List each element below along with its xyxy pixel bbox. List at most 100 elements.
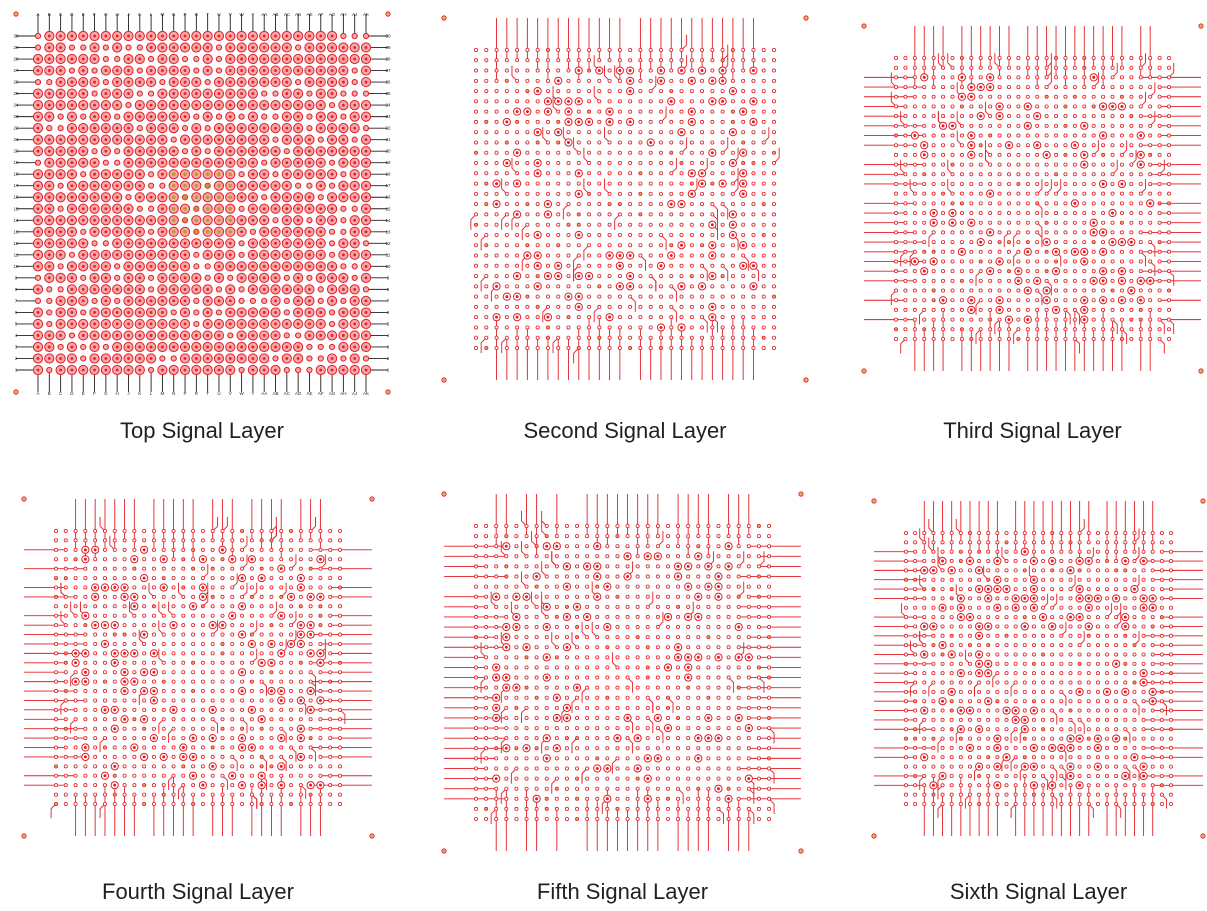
bga-pad xyxy=(193,320,200,328)
via-drill xyxy=(240,264,243,268)
bga-pad xyxy=(1016,75,1021,80)
bga-pad xyxy=(80,274,87,281)
bga-pad xyxy=(669,191,674,196)
bga-pad xyxy=(761,109,766,114)
bga-pad xyxy=(535,243,540,248)
bga-pad xyxy=(63,594,68,599)
via-drill xyxy=(251,103,255,107)
breakout-trace xyxy=(1093,140,1099,156)
via-drill xyxy=(308,80,311,84)
bga-pad xyxy=(931,249,936,254)
bga-pad xyxy=(83,660,88,665)
bga-pad xyxy=(628,345,633,350)
via-drill xyxy=(353,46,357,49)
via-drill xyxy=(341,334,345,337)
bga-pad xyxy=(1119,327,1124,332)
bga-pad xyxy=(1148,269,1153,274)
bga-pad xyxy=(894,220,899,225)
bga-pad xyxy=(730,253,735,258)
bga-pad xyxy=(894,65,899,70)
bga-pad xyxy=(741,315,746,320)
bga-pad xyxy=(525,274,530,279)
via-drill xyxy=(1082,318,1086,322)
via-drill xyxy=(115,34,119,38)
bga-pad xyxy=(73,783,78,788)
bga-pad xyxy=(597,191,602,196)
bga-pad xyxy=(587,232,592,237)
bga-pad xyxy=(1166,201,1171,206)
bga-pad xyxy=(83,726,88,731)
bga-pad xyxy=(1063,201,1068,206)
bga-pad xyxy=(771,119,776,124)
bga-pad xyxy=(494,253,499,258)
bga-pad xyxy=(931,191,936,196)
via-drill xyxy=(1082,298,1086,302)
via-drill xyxy=(285,253,289,257)
breakout-trace xyxy=(202,563,209,579)
bga-pad xyxy=(57,182,64,189)
bga-pad xyxy=(669,150,674,155)
via-drill xyxy=(577,233,581,237)
bga-pad xyxy=(597,335,602,340)
bga-pad xyxy=(894,85,899,90)
bga-pad xyxy=(617,140,622,145)
bga-pad xyxy=(720,345,725,350)
bga-pad xyxy=(1129,220,1134,225)
via-drill xyxy=(228,80,232,84)
bga-pad xyxy=(515,243,520,248)
bga-pad xyxy=(628,109,633,114)
bga-pad xyxy=(969,201,974,206)
bga-pad xyxy=(1157,278,1162,283)
bga-pad xyxy=(751,130,756,135)
bga-pad xyxy=(73,623,78,628)
bga-pad xyxy=(741,284,746,289)
bga-pad xyxy=(112,717,117,722)
via-drill xyxy=(228,368,232,372)
bga-pad xyxy=(710,68,715,73)
bga-pad xyxy=(597,325,602,330)
bga-pad xyxy=(93,641,98,646)
via-drill xyxy=(138,230,142,234)
bga-pad xyxy=(556,109,561,114)
bga-pad xyxy=(903,133,908,138)
bga-pad xyxy=(1016,114,1021,119)
via-drill xyxy=(191,604,195,608)
bga-pad xyxy=(1016,249,1021,254)
bga-pad xyxy=(1006,327,1011,332)
bga-pad xyxy=(132,717,137,722)
via-drill xyxy=(1129,289,1133,293)
bga-pad xyxy=(132,613,137,618)
via-drill xyxy=(36,253,40,257)
via-drill xyxy=(274,103,277,107)
bga-pad xyxy=(617,78,622,83)
bga-pad xyxy=(57,286,64,293)
bga-pad xyxy=(328,240,336,247)
via-drill xyxy=(70,34,74,38)
bga-pad xyxy=(978,143,983,148)
via-drill xyxy=(680,243,684,247)
bga-pad xyxy=(679,263,684,268)
via-drill xyxy=(364,230,368,234)
via-drill xyxy=(577,99,581,103)
via-drill xyxy=(172,46,176,49)
bga-pad xyxy=(1148,114,1153,119)
bga-pad xyxy=(894,123,899,128)
bga-pad xyxy=(1110,249,1115,254)
bga-pad xyxy=(151,707,156,712)
bga-pad xyxy=(894,307,899,312)
bga-pad xyxy=(1025,94,1030,99)
column-letter: H xyxy=(116,12,119,17)
bga-pad xyxy=(679,150,684,155)
breakout-trace xyxy=(1140,91,1146,107)
bga-pad xyxy=(122,754,127,759)
bga-pad xyxy=(484,253,489,258)
bga-pad xyxy=(1138,191,1143,196)
bga-pad xyxy=(1035,85,1040,90)
bga-pad xyxy=(1072,152,1077,157)
via-drill xyxy=(319,334,323,337)
via-drill xyxy=(988,269,992,273)
bga-pad xyxy=(112,538,117,543)
bga-pad xyxy=(751,294,756,299)
bga-pad xyxy=(220,538,225,543)
